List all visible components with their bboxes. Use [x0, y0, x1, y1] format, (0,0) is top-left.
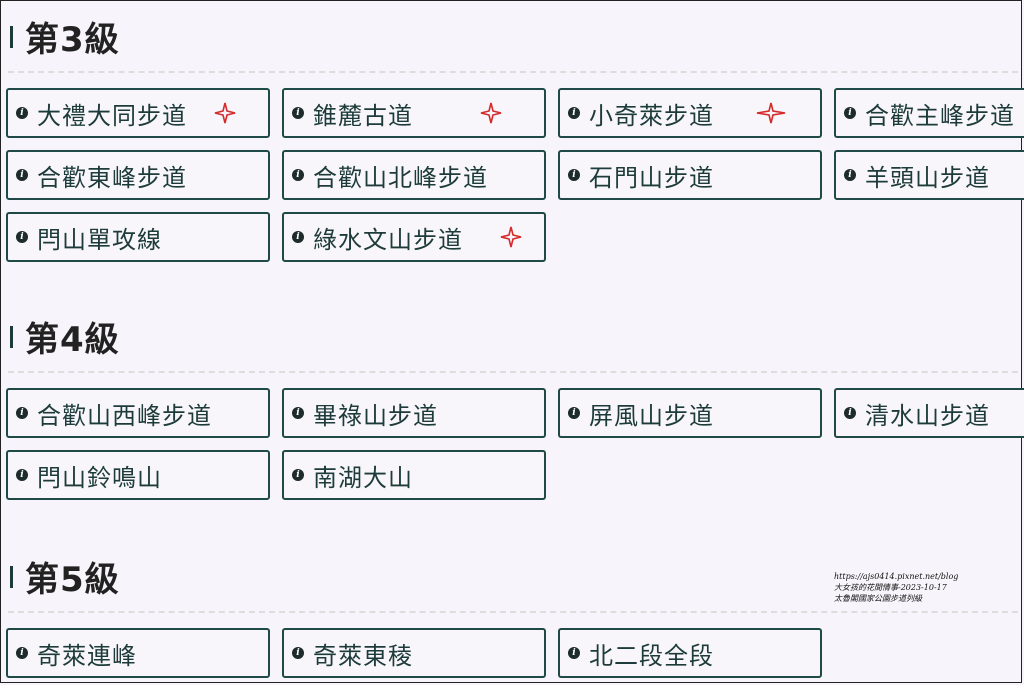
watermark-caption: 太魯閣國家公園步道列級	[834, 594, 922, 603]
trail-label: 屏風山步道	[589, 401, 714, 430]
info-icon: i	[16, 169, 28, 181]
heading-bar	[10, 565, 13, 588]
four-point-star-icon	[214, 102, 236, 124]
info-icon: i	[568, 407, 580, 419]
trail-button[interactable]: i 合歡東峰步道	[6, 150, 270, 200]
trail-button[interactable]: i 合歡主峰步道	[834, 88, 1024, 138]
trail-label: 合歡山北峰步道	[313, 163, 488, 192]
watermark: https://ajs0414.pixnet.net/blog 大女孩的花間情事…	[834, 571, 958, 604]
trail-label: 合歡主峰步道	[865, 101, 1015, 130]
trail-label: 大禮大同步道	[37, 101, 187, 130]
trail-button[interactable]: i 北二段全段	[558, 628, 822, 678]
section-title: 第5級	[25, 560, 120, 600]
trail-button[interactable]: i 屏風山步道	[558, 388, 822, 438]
trail-label: 錐麓古道	[313, 101, 413, 130]
section-heading: 第3級	[10, 12, 120, 61]
trail-button[interactable]: i 閂山單攻線	[6, 212, 270, 262]
four-point-star-icon	[500, 226, 522, 248]
watermark-author-date: 大女孩的花間情事-2023-10-17	[834, 583, 947, 592]
four-point-star-icon	[480, 102, 502, 124]
info-icon: i	[292, 107, 304, 119]
four-point-star-icon	[756, 102, 786, 124]
info-icon: i	[16, 231, 28, 243]
section-heading: 第4級	[10, 312, 120, 361]
info-icon: i	[16, 469, 28, 481]
trail-label: 閂山鈴鳴山	[37, 463, 162, 492]
trail-label: 閂山單攻線	[37, 225, 162, 254]
heading-bar	[10, 25, 13, 48]
section-divider	[8, 371, 1018, 373]
trail-button[interactable]: i 錐麓古道	[282, 88, 546, 138]
info-icon: i	[844, 407, 856, 419]
trail-label: 清水山步道	[865, 401, 990, 430]
info-icon: i	[16, 647, 28, 659]
trail-button[interactable]: i 大禮大同步道	[6, 88, 270, 138]
trail-label: 北二段全段	[589, 641, 714, 670]
info-icon: i	[16, 407, 28, 419]
section-divider	[8, 611, 1018, 613]
trail-button[interactable]: i 合歡山西峰步道	[6, 388, 270, 438]
trail-button[interactable]: i 羊頭山步道	[834, 150, 1024, 200]
info-icon: i	[568, 107, 580, 119]
trail-button[interactable]: i 小奇萊步道	[558, 88, 822, 138]
trail-button[interactable]: i 奇萊連峰	[6, 628, 270, 678]
section-heading: 第5級	[10, 552, 120, 601]
info-icon: i	[844, 169, 856, 181]
section-title: 第3級	[25, 20, 120, 60]
info-icon: i	[292, 231, 304, 243]
trail-label: 合歡東峰步道	[37, 163, 187, 192]
trail-grid: i 奇萊連峰 i 奇萊東稜 i 北二段全段	[6, 628, 1024, 678]
info-icon: i	[568, 169, 580, 181]
trail-label: 石門山步道	[589, 163, 714, 192]
trail-label: 奇萊連峰	[37, 641, 137, 670]
trail-button[interactable]: i 清水山步道	[834, 388, 1024, 438]
trail-label: 奇萊東稜	[313, 641, 413, 670]
info-icon: i	[292, 407, 304, 419]
watermark-url: https://ajs0414.pixnet.net/blog	[834, 572, 959, 581]
heading-bar	[10, 325, 13, 348]
info-icon: i	[568, 647, 580, 659]
section-title: 第4級	[25, 320, 120, 360]
trail-grid: i 大禮大同步道 i 錐麓古道 i 小奇萊步道 i 合歡主峰步道 i 合歡東峰步道 i 合歡…	[6, 88, 1024, 262]
trail-label: 畢祿山步道	[313, 401, 438, 430]
trail-button[interactable]: i 畢祿山步道	[282, 388, 546, 438]
trail-label: 羊頭山步道	[865, 163, 990, 192]
trail-grid: i 合歡山西峰步道 i 畢祿山步道 i 屏風山步道 i 清水山步道 i 閂山鈴鳴山 i 南湖…	[6, 388, 1024, 500]
trail-button[interactable]: i 奇萊東稜	[282, 628, 546, 678]
info-icon: i	[16, 107, 28, 119]
section-divider	[8, 71, 1018, 73]
info-icon: i	[844, 107, 856, 119]
trail-button[interactable]: i 南湖大山	[282, 450, 546, 500]
info-icon: i	[292, 469, 304, 481]
trail-label: 小奇萊步道	[589, 101, 714, 130]
info-icon: i	[292, 169, 304, 181]
trail-button[interactable]: i 石門山步道	[558, 150, 822, 200]
trail-label: 合歡山西峰步道	[37, 401, 212, 430]
trail-label: 綠水文山步道	[313, 225, 463, 254]
trail-button[interactable]: i 閂山鈴鳴山	[6, 450, 270, 500]
info-icon: i	[292, 647, 304, 659]
trail-label: 南湖大山	[313, 463, 413, 492]
trail-button[interactable]: i 綠水文山步道	[282, 212, 546, 262]
trail-button[interactable]: i 合歡山北峰步道	[282, 150, 546, 200]
